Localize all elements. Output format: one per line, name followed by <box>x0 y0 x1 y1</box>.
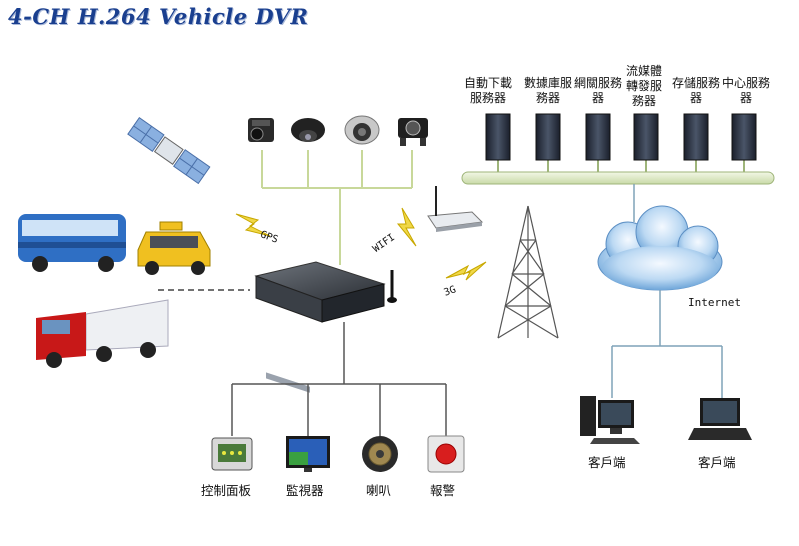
client-label: 客戶端 <box>588 455 626 470</box>
diagram-title: 4-CH H.264 Vehicle DVR <box>8 4 309 29</box>
wifi-signal-icon <box>396 207 417 247</box>
client-label: 客戶端 <box>698 455 736 470</box>
peripheral-label: 監視器 <box>286 483 324 498</box>
desktop-pc-icon <box>580 396 640 444</box>
server-label: 中心服務器 <box>721 76 770 105</box>
dome-camera-icon <box>291 118 325 142</box>
speaker-icon <box>362 436 398 472</box>
client-wiring <box>611 290 723 398</box>
alarm-button-icon <box>427 435 465 473</box>
bus-icon <box>18 214 126 272</box>
gps-satellite-icon <box>127 117 211 185</box>
vehicle-camera-icon <box>398 118 428 146</box>
server-network-bus <box>461 160 775 222</box>
camera-wiring <box>261 150 413 265</box>
wifi-router-icon <box>427 186 484 232</box>
peripheral-label: 報警 <box>430 483 456 498</box>
monitor-icon <box>286 436 330 472</box>
server-label: 存儲服務器 <box>671 76 720 105</box>
3g-signal-icon <box>445 261 487 281</box>
server-label: 網關服務器 <box>573 76 622 105</box>
gps-signal-icon <box>235 213 271 237</box>
peripheral-label: 控制面板 <box>201 483 252 498</box>
vehicle-dvr-icon <box>254 261 397 393</box>
server-icon <box>485 113 757 161</box>
server-label: 數據庫服務器 <box>523 76 572 105</box>
peripheral-wiring <box>231 322 447 436</box>
cell-tower-icon <box>497 205 559 339</box>
ir-dome-camera-icon <box>344 115 380 145</box>
server-label: 自動下載服務器 <box>463 76 512 105</box>
taxi-icon <box>137 221 211 275</box>
peripheral-label: 喇叭 <box>366 483 392 498</box>
internet-label: Internet <box>688 296 741 309</box>
box-camera-icon <box>248 118 274 142</box>
control-panel-icon <box>211 437 253 471</box>
server-label: 流媒體轉發服務器 <box>625 64 662 108</box>
truck-icon <box>36 299 169 368</box>
laptop-icon <box>688 398 752 440</box>
internet-cloud-icon <box>597 205 723 291</box>
